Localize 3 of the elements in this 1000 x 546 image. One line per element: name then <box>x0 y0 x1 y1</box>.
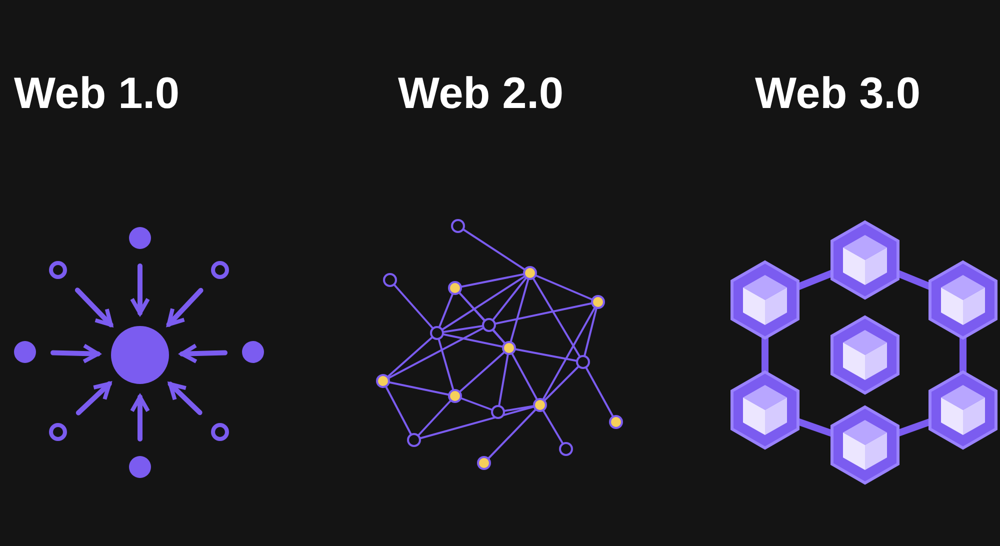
section-title: Web 3.0 <box>755 72 920 116</box>
section-title: Web 1.0 <box>14 72 180 116</box>
section-title: Web 2.0 <box>398 72 564 116</box>
